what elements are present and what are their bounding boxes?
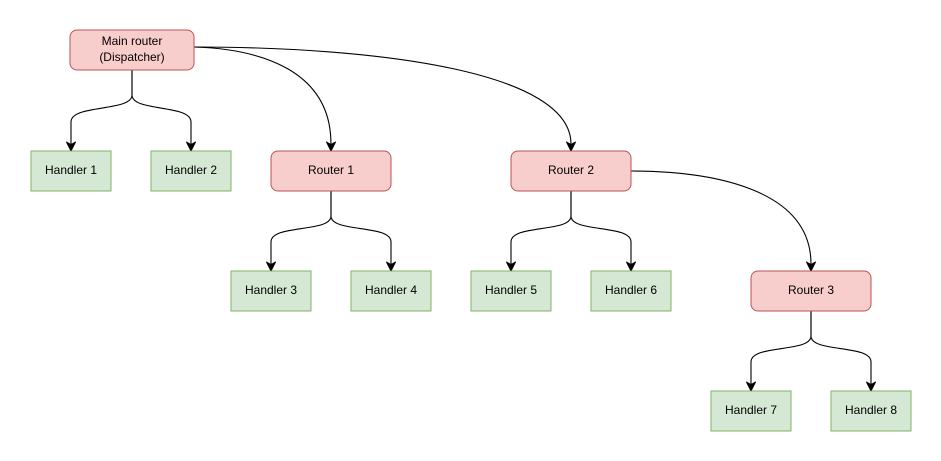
edge-connector [746, 310, 812, 392]
nodes-layer: Main router(Dispatcher) Handler 1 Handler … [30, 29, 912, 432]
edge-path [570, 190, 632, 265]
edge-connector [66, 69, 133, 152]
node-shape-handler-6[interactable] [590, 270, 672, 312]
arrow-head-icon [746, 381, 756, 392]
edge-connector [193, 46, 576, 152]
arrow-head-icon [566, 141, 576, 152]
arrow-head-icon [386, 261, 396, 272]
edge-path [750, 310, 812, 385]
node-shape-handler-4[interactable] [350, 270, 432, 312]
node-handler-7[interactable]: Handler 7 [710, 390, 792, 432]
arrow-head-icon [326, 141, 336, 152]
node-handler-4[interactable]: Handler 4 [350, 270, 432, 312]
arrow-head-icon [866, 381, 876, 392]
node-shape-handler-5[interactable] [470, 270, 552, 312]
edge-connector [506, 190, 572, 272]
edge-path [810, 310, 872, 385]
arrow-head-icon [186, 141, 196, 152]
node-shape-main-router[interactable] [69, 29, 195, 71]
edge-connector [193, 46, 336, 152]
node-router-2[interactable]: Router 2 [510, 150, 632, 192]
node-handler-3[interactable]: Handler 3 [230, 270, 312, 312]
node-router-1[interactable]: Router 1 [270, 150, 392, 192]
arrow-head-icon [806, 261, 816, 272]
node-shape-handler-8[interactable] [830, 390, 912, 432]
edge-path [131, 69, 192, 145]
arrow-head-icon [626, 261, 636, 272]
edge-connector [630, 170, 816, 272]
node-handler-8[interactable]: Handler 8 [830, 390, 912, 432]
node-shape-handler-2[interactable] [150, 150, 232, 192]
edge-path [330, 190, 392, 265]
edge-connector [810, 310, 876, 392]
edge-path [193, 46, 572, 145]
node-shape-handler-7[interactable] [710, 390, 792, 432]
edge-connector [266, 190, 332, 272]
arrow-head-icon [66, 141, 76, 152]
node-shape-router-1[interactable] [270, 150, 392, 192]
node-shape-router-2[interactable] [510, 150, 632, 192]
edge-path [70, 69, 133, 145]
edge-connector [570, 190, 636, 272]
edge-connector [131, 69, 196, 152]
node-main-router[interactable]: Main router(Dispatcher) [69, 29, 195, 71]
arrow-head-icon [506, 261, 516, 272]
edge-path [510, 190, 572, 265]
edge-path [193, 46, 332, 145]
edge-path [630, 170, 812, 265]
node-shape-router-3[interactable] [750, 270, 872, 312]
arrow-head-icon [266, 261, 276, 272]
edges-layer [66, 46, 876, 392]
node-handler-5[interactable]: Handler 5 [470, 270, 552, 312]
node-handler-6[interactable]: Handler 6 [590, 270, 672, 312]
node-router-3[interactable]: Router 3 [750, 270, 872, 312]
edge-connector [330, 190, 396, 272]
node-handler-1[interactable]: Handler 1 [30, 150, 112, 192]
node-handler-2[interactable]: Handler 2 [150, 150, 232, 192]
node-shape-handler-1[interactable] [30, 150, 112, 192]
edge-path [270, 190, 332, 265]
node-shape-handler-3[interactable] [230, 270, 312, 312]
